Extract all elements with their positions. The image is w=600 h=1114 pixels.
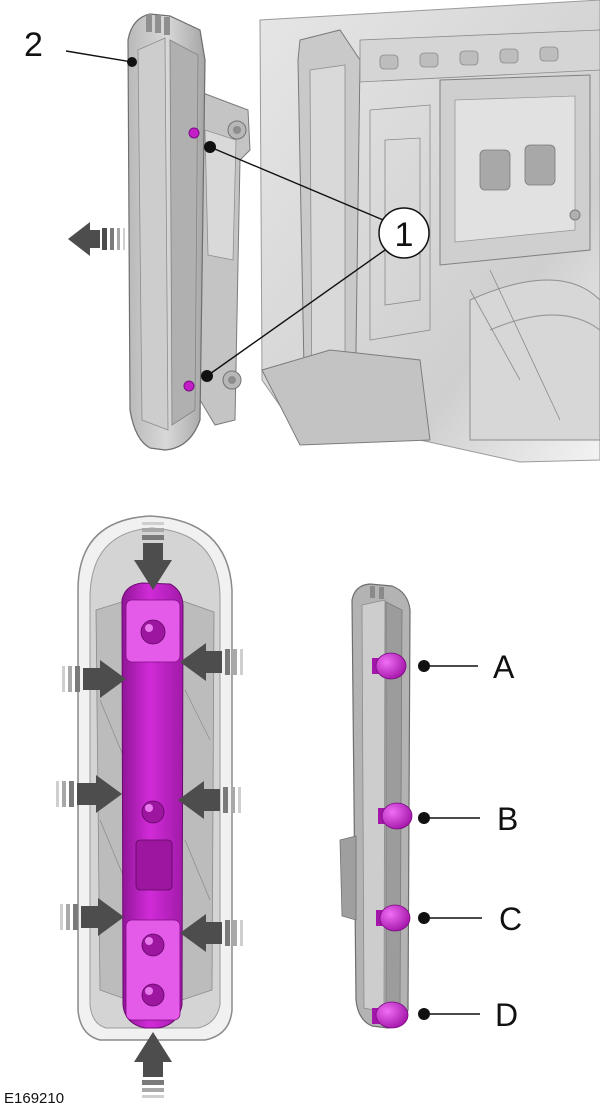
leader-dot-item-2 — [127, 57, 137, 67]
tail-lamp-assembly — [127, 13, 206, 451]
bulb-b — [378, 802, 413, 830]
bulb-leader-lines — [424, 665, 482, 1015]
callout-number-panel: 2 — [24, 26, 43, 64]
bulbs — [372, 652, 413, 1029]
vehicle-body-section — [259, 0, 600, 463]
bulb-label-d: D — [495, 997, 518, 1033]
arrow-right-3 — [180, 914, 243, 952]
arrow-right-2 — [178, 781, 241, 819]
lamp-mounting-bracket — [194, 89, 251, 426]
arrow-bottom — [134, 1032, 172, 1098]
leader-dot-fastener-lower — [201, 370, 213, 382]
bulb-leader-dots — [418, 660, 430, 1020]
bulb-c — [376, 904, 411, 932]
arrow-top — [134, 522, 172, 590]
bulb-label-a: A — [493, 649, 515, 685]
figure-id: E169210 — [4, 1090, 65, 1107]
leader-dot-fastener-upper — [204, 141, 216, 153]
bulb-label-b: B — [497, 801, 518, 837]
clip-release-arrows — [56, 522, 243, 1098]
callout-bubble-1 — [378, 207, 430, 259]
bulb-carrier-highlighted — [121, 582, 184, 1029]
arrow-left-1 — [62, 660, 126, 698]
removal-direction-arrow — [68, 222, 125, 256]
bulb-a — [372, 652, 407, 680]
arrow-right-1 — [180, 643, 243, 681]
leader-lines — [65, 50, 389, 377]
bulb-label-c: C — [499, 901, 522, 937]
arrow-left-2 — [56, 775, 122, 813]
arrow-left-3 — [60, 898, 124, 936]
bulb-d — [372, 1001, 409, 1029]
callout-number-fasteners: 1 — [395, 216, 414, 254]
